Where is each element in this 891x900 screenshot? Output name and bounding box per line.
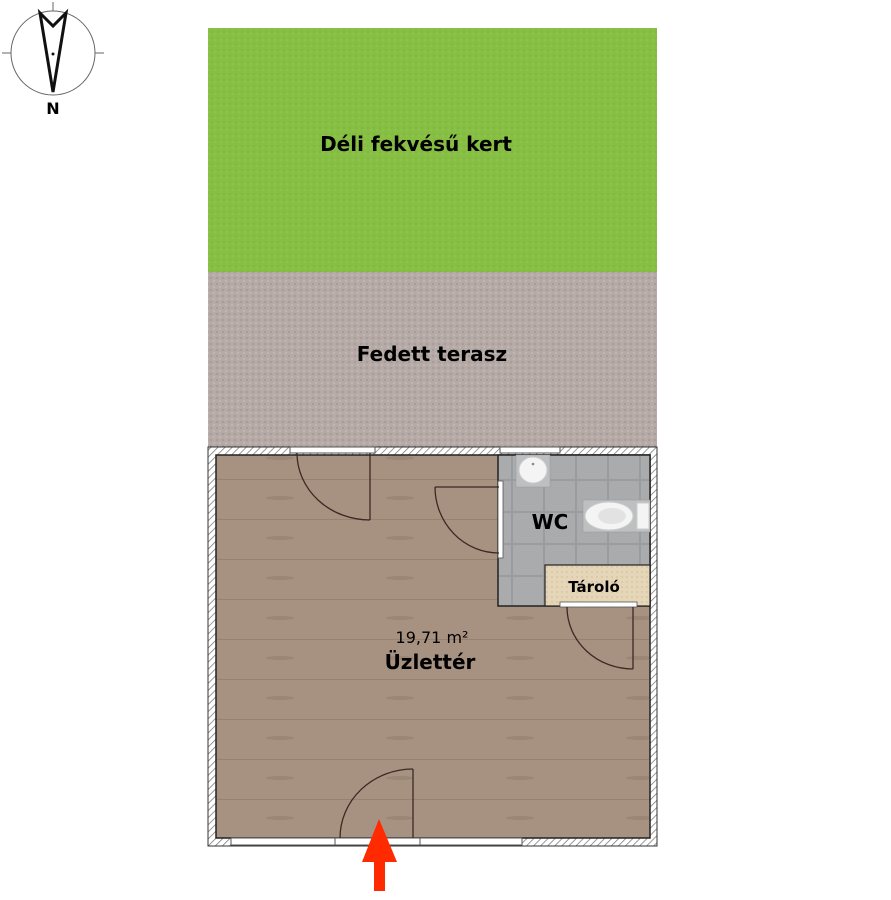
door-storage [559,601,638,670]
terrace-area [208,272,657,447]
shop-area-value: 19,71 m² [396,628,469,647]
entrance-arrow-icon [362,819,397,891]
window-front-right [419,837,523,846]
toilet-icon [582,499,651,533]
storage-floor [544,564,651,607]
shop-label: Üzlettér [385,650,476,674]
terrace-label: Fedett terasz [357,342,507,366]
storage-label: Tároló [568,578,620,596]
garden-area [208,28,657,272]
wc-label: WC [532,510,569,534]
washbasin-icon [515,454,551,488]
compass-north-label: N [46,99,59,118]
window-wc [499,446,561,454]
compass: N [2,2,104,118]
door-wc [434,480,504,559]
window-front-left [230,837,336,846]
north-arrow-icon [37,8,69,93]
garden-label: Déli fekvésű kert [320,132,512,156]
window-terrace [289,446,376,454]
door-entrance [339,768,414,839]
door-terrace [296,452,371,521]
